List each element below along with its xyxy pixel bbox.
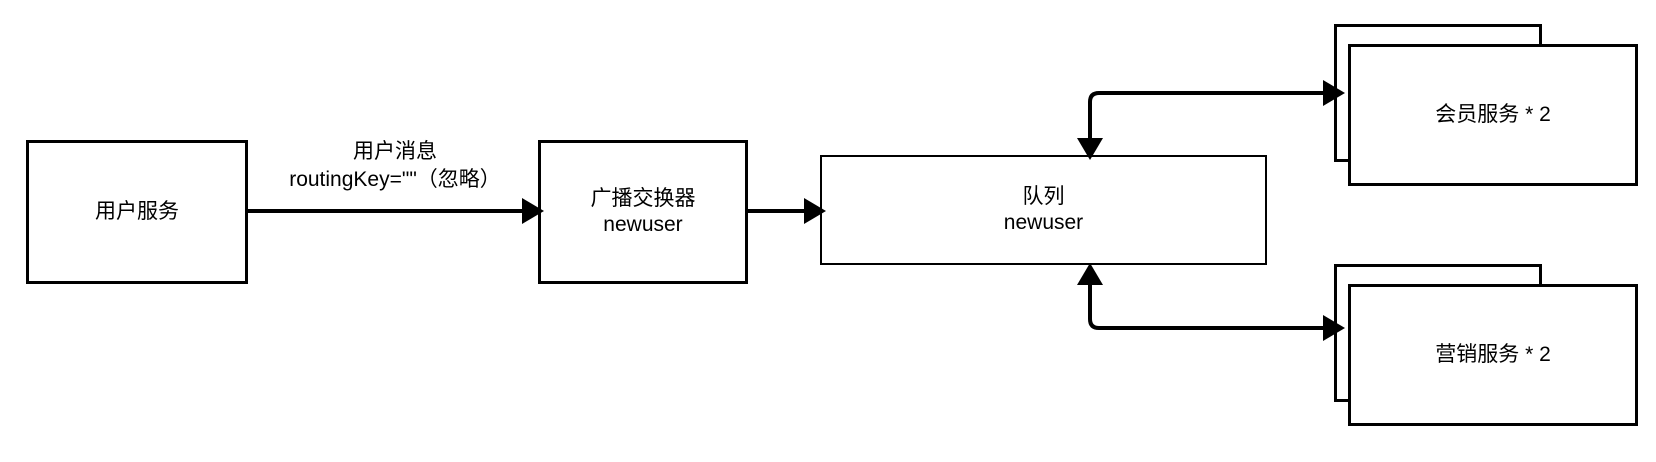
- node-user-service-label: 用户服务: [95, 200, 179, 224]
- node-queue-label-primary: 队列: [1022, 185, 1065, 209]
- node-queue[interactable]: 队列 newuser: [820, 155, 1267, 265]
- node-fanout-exchange-label-primary: 广播交换器: [590, 187, 696, 211]
- node-member-service[interactable]: 会员服务 * 2: [1348, 44, 1638, 186]
- node-queue-label-secondary: newuser: [1003, 211, 1084, 234]
- edge-queue-to-member: [1077, 80, 1345, 160]
- node-fanout-exchange-label-secondary: newuser: [603, 213, 683, 236]
- node-member-service-label: 会员服务 * 2: [1435, 103, 1551, 127]
- edge-queue-to-marketing: [1077, 263, 1345, 341]
- node-fanout-exchange[interactable]: 广播交换器 newuser: [538, 140, 748, 284]
- edge-user-to-exchange: [248, 198, 544, 224]
- node-user-service[interactable]: 用户服务: [26, 140, 248, 284]
- node-marketing-service-label: 营销服务 * 2: [1435, 343, 1551, 367]
- edge-exchange-to-queue: [748, 198, 826, 224]
- edge-label-user-to-exchange-line2: routingKey=""（忽略）: [289, 168, 501, 192]
- edge-label-user-to-exchange-line1: 用户消息: [353, 140, 437, 163]
- edge-label-user-to-exchange: 用户消息 routingKey=""（忽略）: [260, 138, 530, 195]
- node-marketing-service[interactable]: 营销服务 * 2: [1348, 284, 1638, 426]
